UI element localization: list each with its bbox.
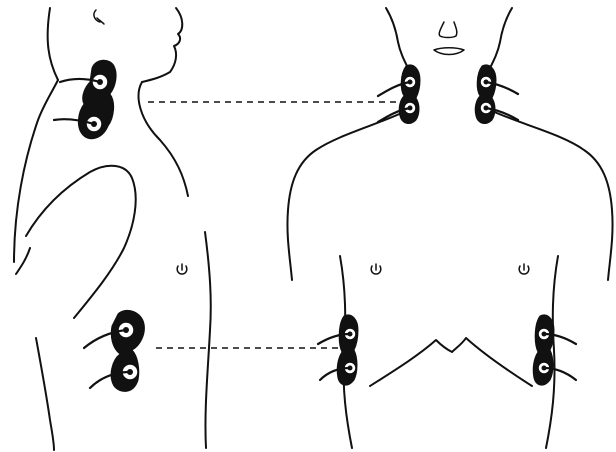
front-waist-electrode-left <box>318 315 358 385</box>
front-nipple-right <box>519 264 529 274</box>
side-arm-upper <box>26 166 136 318</box>
front-head-left <box>386 8 408 68</box>
front-nipple-left <box>371 264 381 274</box>
side-front-torso <box>139 82 188 196</box>
side-neck-wire-upper <box>60 79 100 82</box>
front-mouth <box>434 48 464 55</box>
front-waist-left-pad <box>337 315 358 385</box>
side-arm-lower <box>36 338 54 450</box>
front-view-body <box>287 8 612 448</box>
side-front-torso-lower <box>205 232 211 448</box>
front-head-right <box>490 8 512 68</box>
side-ear <box>94 10 104 24</box>
side-waist-electrode-pair <box>84 310 144 391</box>
front-rib-line <box>370 338 532 386</box>
front-shoulder-right <box>490 110 613 280</box>
front-nose <box>439 22 457 38</box>
side-neck-electrode-pair <box>54 60 116 138</box>
side-head-back <box>48 8 58 80</box>
side-arm-back <box>16 248 30 274</box>
front-shoulder-left <box>287 110 408 280</box>
side-face-profile <box>142 8 182 82</box>
side-nipple <box>177 264 187 274</box>
side-back-line <box>14 80 58 262</box>
front-neck-electrode-right <box>475 65 518 124</box>
